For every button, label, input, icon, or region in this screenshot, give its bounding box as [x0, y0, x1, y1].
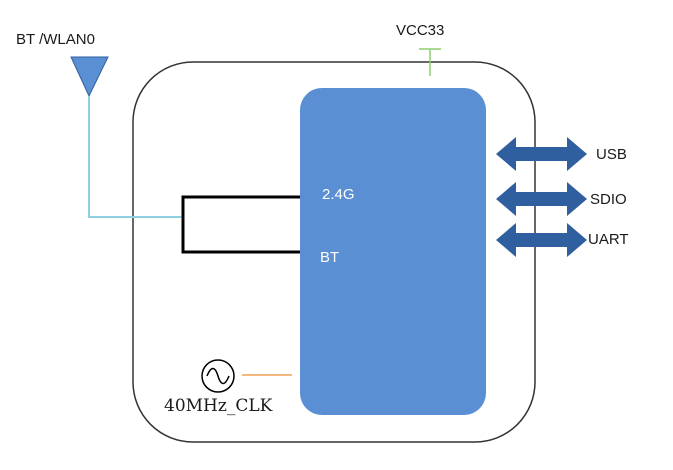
- antenna-label: BT /WLAN0: [16, 31, 95, 48]
- sdio-arrow-icon: [496, 182, 587, 216]
- sdio-label: SDIO: [590, 191, 627, 208]
- antenna-icon: [70, 56, 109, 98]
- usb-label: USB: [596, 146, 627, 163]
- usb-arrow-icon: [496, 137, 587, 171]
- sine-wave-icon: [206, 367, 230, 385]
- chip-block: [300, 88, 486, 415]
- rf-bracket: [181, 195, 300, 254]
- antenna-feed-line: [88, 96, 183, 218]
- uart-arrow-icon: [496, 223, 587, 257]
- port-label-2-4g: 2.4G: [322, 186, 355, 203]
- uart-label: UART: [588, 231, 629, 248]
- port-label-bt: BT: [320, 249, 340, 266]
- vcc-label: VCC33: [396, 22, 445, 39]
- clock-label: 40MHz_CLK: [164, 396, 273, 416]
